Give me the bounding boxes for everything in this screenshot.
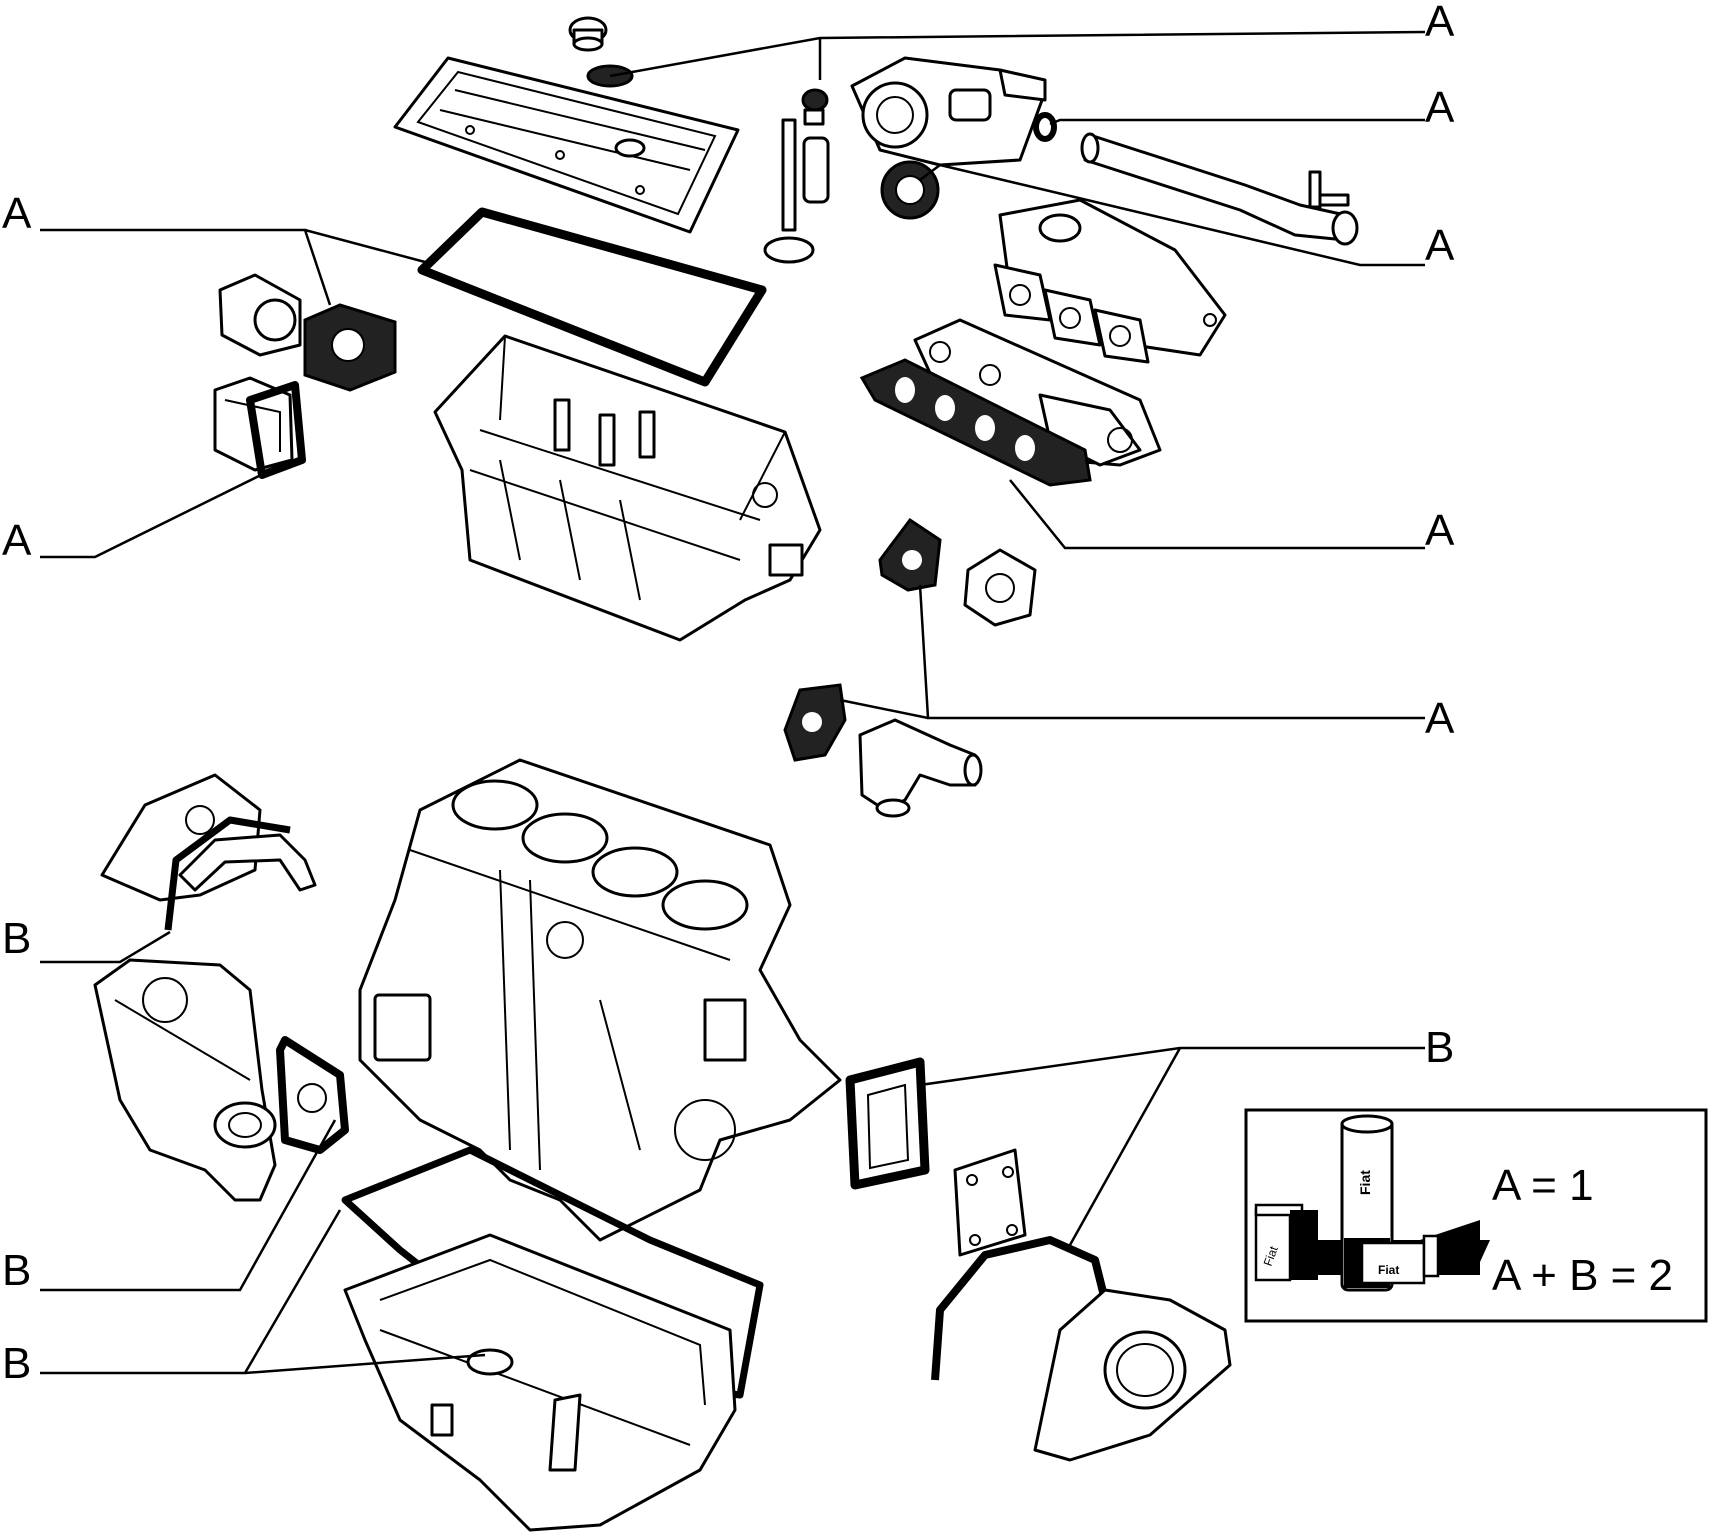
valve-and-guide: [763, 88, 830, 264]
legend-line-a: A = 1: [1492, 1161, 1594, 1210]
callout-a-5: A: [2, 516, 32, 565]
side-cover-gasket: [303, 303, 397, 392]
manifold-gasket: [859, 358, 1092, 487]
callout-a-4: A: [2, 189, 32, 238]
water-pipe: [1080, 132, 1359, 246]
callout-labels: A A A A A A A B B B B: [2, 0, 1455, 1388]
valve-cover-gasket: [417, 207, 767, 387]
engine-block: [358, 758, 842, 1242]
callout-a-2: A: [1425, 83, 1455, 132]
oil-filler-cap: [568, 16, 608, 52]
side-cover: [218, 273, 302, 357]
end-cover-gasket: [246, 381, 306, 479]
water-connector: [858, 718, 983, 818]
cylinder-head-group: [213, 16, 1359, 818]
front-cover: [93, 958, 277, 1202]
upper-timing-gasket: [164, 816, 291, 931]
svg-text:Fiat: Fiat: [1357, 1170, 1373, 1195]
svg-text:Fiat: Fiat: [1261, 1244, 1281, 1268]
valve-cover: [393, 56, 740, 234]
side-plate-gasket: [845, 1057, 930, 1190]
svg-text:Fiat: Fiat: [1378, 1263, 1399, 1277]
callout-a-3: A: [1425, 221, 1455, 270]
oil-sump: [343, 1233, 737, 1532]
legend-frame: [1244, 1108, 1708, 1323]
callout-b-4: B: [1425, 1023, 1454, 1072]
callout-a-7: A: [1425, 694, 1455, 743]
callout-b-1: B: [2, 914, 31, 963]
callout-a-6: A: [1425, 506, 1455, 555]
legend-line-ab: A + B = 2: [1492, 1251, 1673, 1300]
sealant-products-icon: Fiat Fiat Fiat: [1254, 1114, 1490, 1292]
small-gasket: [878, 517, 942, 592]
cylinder-head: [433, 334, 822, 642]
o-ring: [1033, 112, 1057, 142]
pump-gasket: [783, 683, 847, 762]
callout-b-2: B: [2, 1246, 31, 1295]
rear-seal-gasket: [931, 1236, 1109, 1381]
engine-block-group: [93, 758, 1232, 1532]
side-plate: [953, 1148, 1027, 1257]
small-housing: [963, 548, 1037, 627]
callout-b-3: B: [2, 1339, 31, 1388]
rear-seal-housing: [1033, 1288, 1232, 1462]
front-cover-gasket: [276, 1036, 349, 1154]
housing-gasket: [880, 160, 940, 220]
quantity-legend: Fiat Fiat Fiat A = 1 A + B = 2: [1244, 1108, 1708, 1323]
timing-cover-upper: [100, 773, 317, 902]
leader-lines: [40, 30, 1426, 1375]
callout-a-1: A: [1425, 0, 1455, 46]
intake-manifold: [993, 198, 1227, 364]
thermostat-housing: [850, 56, 1047, 167]
